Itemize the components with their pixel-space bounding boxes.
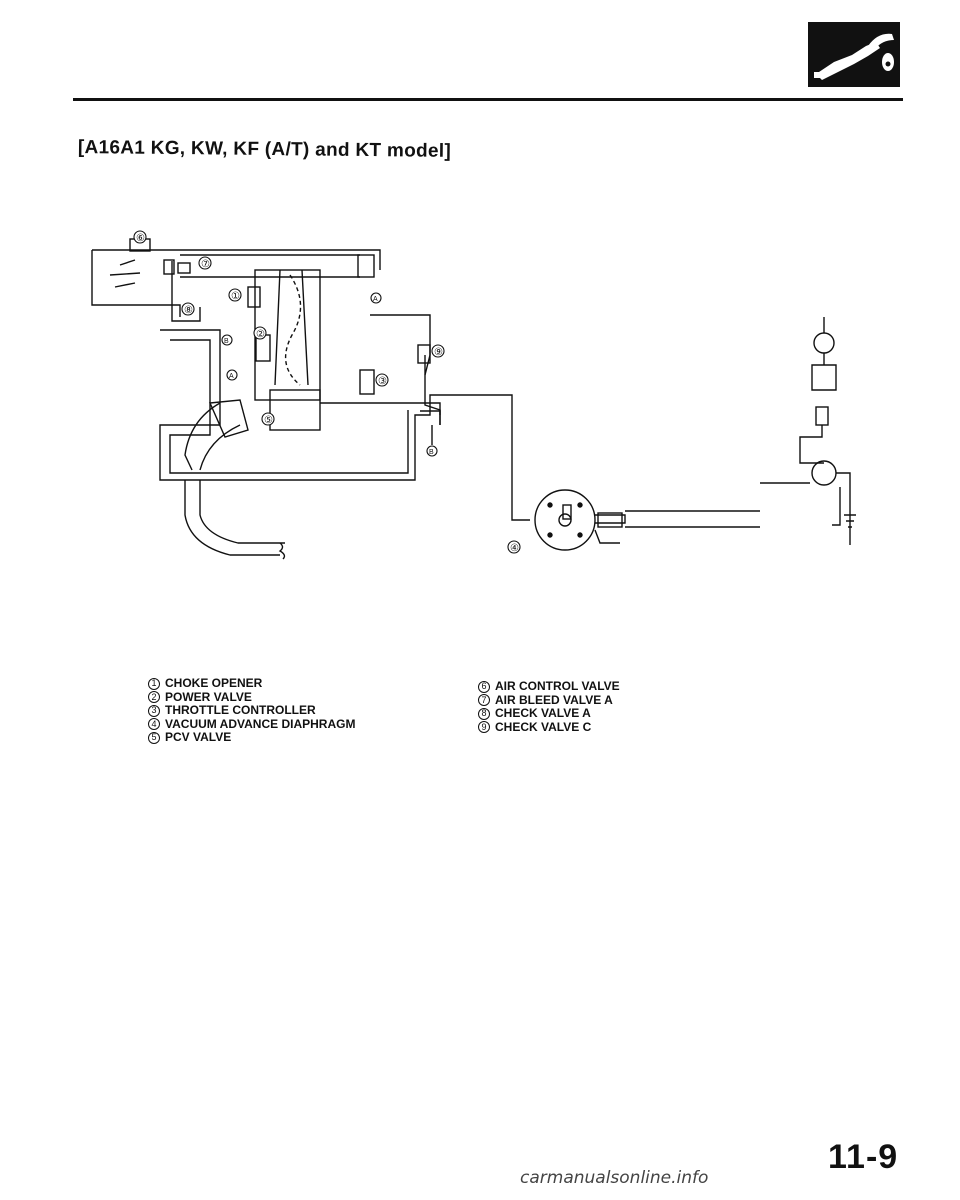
legend-left: 1 CHOKE OPENER 2 POWER VALVE 3 THROTTLE CON… bbox=[148, 676, 356, 745]
legend-label: CHOKE OPENER bbox=[165, 676, 263, 690]
legend-number: 5 bbox=[148, 731, 160, 744]
callout-7: ⑦ bbox=[201, 259, 210, 270]
legend-item: 2 POWER VALVE bbox=[148, 689, 355, 705]
legend-label: AIR BLEED VALVE A bbox=[495, 692, 613, 707]
legend-label: THROTTLE CONTROLLER bbox=[165, 703, 316, 717]
section-title: [A16A1 KG, KW, KF (A/T) and KT model] bbox=[77, 137, 452, 162]
legend-label: VACUUM ADVANCE DIAPHRAGM bbox=[165, 716, 356, 731]
fuel-pump-nozzle-icon bbox=[808, 22, 900, 87]
legend-item: 6 AIR CONTROL VALVE bbox=[478, 679, 620, 694]
callout-6: ⑥ bbox=[136, 233, 145, 244]
legend-item: 4 VACUUM ADVANCE DIAPHRAGM bbox=[148, 716, 356, 732]
legend-label: POWER VALVE bbox=[165, 689, 252, 704]
legend-number: 4 bbox=[148, 718, 160, 731]
legend-number: 7 bbox=[478, 694, 490, 707]
legend-number: 1 bbox=[148, 677, 160, 690]
callout-9: ⑨ bbox=[434, 347, 443, 358]
legend-label: PCV VALVE bbox=[165, 730, 232, 744]
legend-label: CHECK VALVE C bbox=[495, 719, 592, 734]
vacuum-hose-diagram: ⑥ ⑦ ⑧ ① ② ⑤ ③ ⑨ ④ A A B B bbox=[91, 230, 856, 560]
header-rule bbox=[73, 98, 903, 101]
legend-item: 5 PCV VALVE bbox=[148, 730, 355, 745]
legend-item: 8 CHECK VALVE A bbox=[478, 706, 620, 721]
callout-5: ⑤ bbox=[264, 415, 273, 426]
callout-3: ③ bbox=[378, 376, 387, 387]
legend-number: 3 bbox=[148, 704, 160, 717]
legend-label: CHECK VALVE A bbox=[495, 706, 591, 720]
legend-number: 9 bbox=[478, 721, 490, 734]
legend-item: 9 CHECK VALVE C bbox=[478, 719, 620, 735]
legend-item: 3 THROTTLE CONTROLLER bbox=[148, 703, 355, 718]
legend-number: 2 bbox=[148, 691, 160, 704]
callout-8: ⑧ bbox=[184, 305, 193, 316]
callout-4: ④ bbox=[510, 543, 519, 554]
callout-1: ① bbox=[231, 291, 240, 302]
legend-number: 6 bbox=[478, 680, 490, 693]
connector-a: A bbox=[229, 373, 234, 380]
connector-b: B bbox=[429, 449, 434, 456]
legend-item: 1 CHOKE OPENER bbox=[148, 676, 355, 691]
legend-item: 7 AIR BLEED VALVE A bbox=[478, 692, 620, 708]
legend-label: AIR CONTROL VALVE bbox=[495, 679, 620, 693]
callout-2: ② bbox=[256, 329, 265, 340]
connector-a: A bbox=[373, 296, 378, 303]
page-number: 11-9 bbox=[828, 1138, 899, 1176]
legend-number: 8 bbox=[478, 707, 490, 720]
connector-b: B bbox=[224, 338, 229, 345]
watermark: carmanualsonline.info bbox=[520, 1168, 709, 1188]
